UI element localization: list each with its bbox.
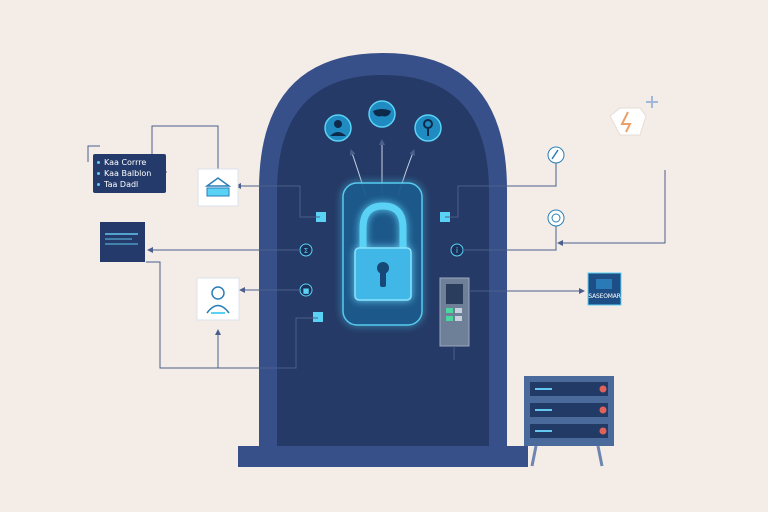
cloud-icon	[197, 168, 239, 207]
bullet-icon	[97, 183, 100, 186]
svg-text:i: i	[456, 246, 458, 255]
legend-item-label: Kaa Balblon	[104, 169, 152, 178]
legend-corner-bracket	[87, 145, 100, 162]
legend-item: Kaa Corrre	[97, 157, 165, 168]
svg-text:■: ■	[303, 287, 310, 295]
badge-icon	[587, 272, 622, 306]
info-icon: i	[450, 243, 464, 257]
badge-label: SASEOMAR	[588, 293, 621, 300]
vault-base	[238, 446, 528, 467]
keypad-icon	[439, 277, 470, 347]
server-rack-icon	[524, 376, 614, 467]
info-panel	[100, 222, 145, 262]
user-icon	[324, 114, 352, 142]
left-connector-icon-2: Σ	[299, 243, 313, 257]
mask-icon	[368, 100, 396, 128]
svg-text:Σ: Σ	[304, 247, 308, 255]
legend-item: Taa Dadl	[97, 179, 165, 190]
plug-icon	[609, 96, 658, 136]
bullet-icon	[97, 161, 100, 164]
globe-icon	[547, 209, 565, 227]
key-icon	[414, 114, 442, 142]
bullet-icon	[97, 172, 100, 175]
left-connector-square-1	[316, 212, 326, 222]
padlock-icon	[354, 202, 412, 301]
left-connector-square-4	[313, 312, 323, 322]
account-icon	[196, 277, 240, 321]
legend-item-label: Kaa Corrre	[104, 158, 147, 167]
globe-icon-top	[547, 146, 565, 164]
legend-item-label: Taa Dadl	[104, 180, 139, 189]
left-connector-icon-3: ■	[299, 283, 313, 297]
legend-box: Kaa Corrre Kaa Balblon Taa Dadl	[93, 154, 166, 193]
legend-item: Kaa Balblon	[97, 168, 165, 179]
